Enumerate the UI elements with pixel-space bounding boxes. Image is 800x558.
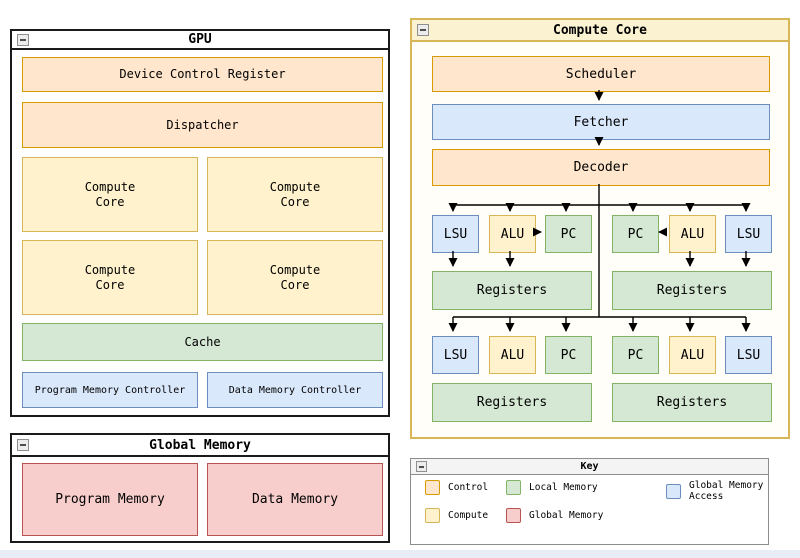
node-fetcher: Fetcher bbox=[432, 104, 770, 140]
horizontal-scrollbar[interactable] bbox=[0, 550, 800, 558]
window-compute-core: Compute Core Scheduler Fetcher Decoder L… bbox=[410, 18, 790, 439]
node-scheduler: Scheduler bbox=[432, 56, 770, 92]
collapse-icon[interactable] bbox=[17, 439, 29, 451]
node-lsu-2: LSU bbox=[725, 215, 772, 253]
node-alu-1: ALU bbox=[489, 215, 536, 253]
node-lsu-3: LSU bbox=[432, 336, 479, 374]
node-program-memory-controller: Program Memory Controller bbox=[22, 372, 198, 408]
node-pc-4: PC bbox=[612, 336, 659, 374]
node-pc-3: PC bbox=[545, 336, 592, 374]
node-compute-core-3: Compute Core bbox=[22, 240, 198, 315]
node-compute-core-1: Compute Core bbox=[22, 157, 198, 232]
collapse-icon[interactable] bbox=[416, 461, 427, 472]
window-global-memory-title: Global Memory bbox=[149, 437, 251, 453]
node-alu-3: ALU bbox=[489, 336, 536, 374]
global-memory-access-swatch-icon bbox=[666, 483, 681, 499]
window-global-memory: Global Memory Program Memory Data Memory bbox=[10, 433, 390, 543]
legend-item-global-memory: Global Memory bbox=[506, 508, 603, 523]
legend-label: Control bbox=[448, 482, 489, 493]
legend-label: Global Memory bbox=[529, 510, 604, 521]
node-registers-2: Registers bbox=[612, 271, 772, 310]
node-dispatcher: Dispatcher bbox=[22, 102, 383, 148]
window-gpu-titlebar: GPU bbox=[12, 31, 388, 50]
node-alu-2: ALU bbox=[669, 215, 716, 253]
collapse-icon[interactable] bbox=[17, 34, 29, 46]
window-key: Key Control Local Memory Global Memory A… bbox=[410, 458, 769, 545]
window-key-title: Key bbox=[580, 461, 599, 472]
node-data-memory-controller: Data Memory Controller bbox=[207, 372, 383, 408]
window-gpu-title: GPU bbox=[188, 32, 212, 47]
window-compute-core-title: Compute Core bbox=[553, 22, 647, 38]
node-cache: Cache bbox=[22, 323, 383, 361]
node-lsu-1: LSU bbox=[432, 215, 479, 253]
node-program-memory: Program Memory bbox=[22, 463, 198, 536]
legend-item-control: Control bbox=[425, 480, 488, 495]
node-lsu-4: LSU bbox=[725, 336, 772, 374]
node-alu-4: ALU bbox=[669, 336, 716, 374]
legend-label: Global Memory Access bbox=[689, 480, 764, 502]
control-swatch-icon bbox=[425, 480, 440, 495]
node-compute-core-2: Compute Core bbox=[207, 157, 383, 232]
local-memory-swatch-icon bbox=[506, 480, 521, 495]
legend-label: Local Memory bbox=[529, 482, 598, 493]
window-global-memory-titlebar: Global Memory bbox=[12, 435, 388, 457]
legend-item-local-memory: Local Memory bbox=[506, 480, 598, 495]
node-registers-1: Registers bbox=[432, 271, 592, 310]
legend-item-global-memory-access: Global Memory Access bbox=[666, 480, 768, 502]
node-pc-2: PC bbox=[612, 215, 659, 253]
node-device-control-register: Device Control Register bbox=[22, 57, 383, 92]
node-data-memory: Data Memory bbox=[207, 463, 383, 536]
node-decoder: Decoder bbox=[432, 149, 770, 186]
window-compute-core-titlebar: Compute Core bbox=[412, 20, 788, 42]
node-registers-3: Registers bbox=[432, 383, 592, 422]
legend-item-compute: Compute bbox=[425, 508, 488, 523]
window-gpu: GPU Device Control Register Dispatcher C… bbox=[10, 29, 390, 417]
window-key-titlebar: Key bbox=[411, 459, 768, 475]
legend-label: Compute bbox=[448, 510, 489, 521]
collapse-icon[interactable] bbox=[417, 24, 429, 36]
node-registers-4: Registers bbox=[612, 383, 772, 422]
compute-swatch-icon bbox=[425, 508, 440, 523]
node-pc-1: PC bbox=[545, 215, 592, 253]
global-memory-swatch-icon bbox=[506, 508, 521, 523]
node-compute-core-4: Compute Core bbox=[207, 240, 383, 315]
